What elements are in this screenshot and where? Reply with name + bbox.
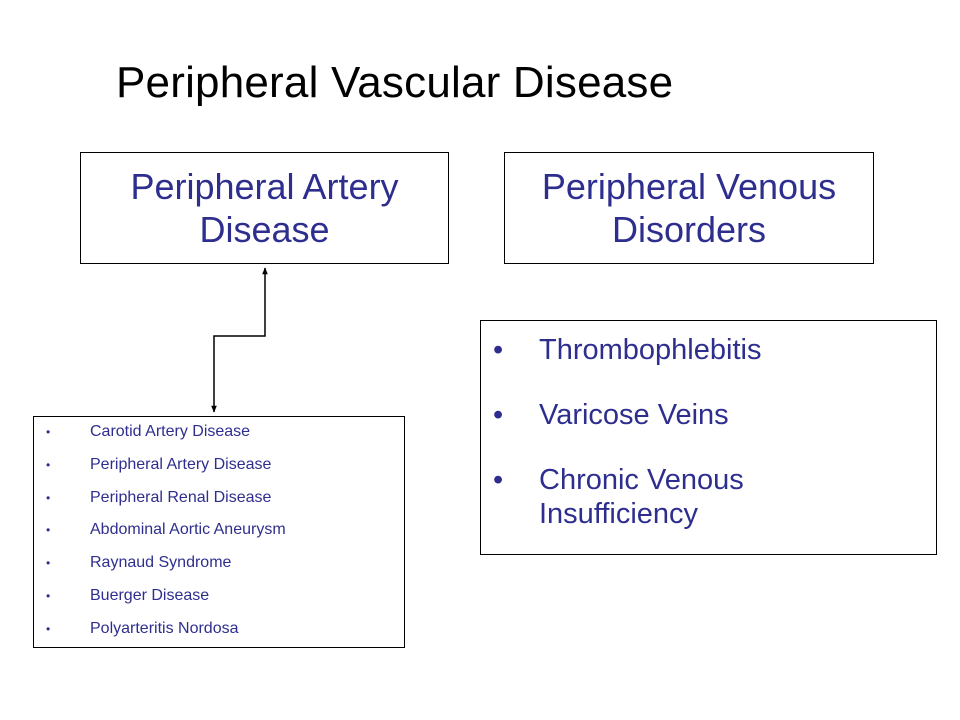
artery-header-line-2: Disease bbox=[199, 209, 330, 250]
bullet-icon: • bbox=[46, 425, 51, 439]
list-item: • Polyarteritis Nordosa bbox=[46, 619, 400, 639]
peripheral-artery-disease-box: Peripheral Artery Disease bbox=[80, 152, 449, 264]
bullet-icon: • bbox=[46, 588, 51, 603]
venous-disorders-list: • Thrombophlebitis • Varicose Veins • Ch… bbox=[493, 333, 926, 531]
connector-line bbox=[211, 267, 268, 413]
list-item: • Peripheral Artery Disease bbox=[46, 455, 400, 475]
bullet-icon: • bbox=[46, 556, 51, 571]
artery-header-line-1: Peripheral Artery bbox=[130, 165, 399, 207]
slide-title: Peripheral Vascular Disease bbox=[116, 58, 674, 107]
venous-header-line-1: Peripheral Venous bbox=[541, 165, 837, 207]
list-item-text: Carotid Artery Disease bbox=[90, 423, 251, 440]
list-item-text: Peripheral Artery Disease bbox=[90, 455, 272, 473]
venous-header-line-2: Disorders bbox=[611, 209, 767, 250]
artery-diseases-list: • Carotid Artery Disease • Peripheral Arte… bbox=[46, 422, 400, 639]
list-item: • Peripheral Renal Disease bbox=[46, 488, 400, 508]
list-item: • Varicose Veins bbox=[493, 398, 926, 432]
bullet-icon: • bbox=[46, 490, 51, 505]
list-item-text-continued: Insufficiency bbox=[539, 498, 699, 530]
list-item-text: Peripheral Renal Disease bbox=[90, 488, 272, 506]
bullet-icon: • bbox=[493, 399, 504, 431]
list-item-text: Varicose Veins bbox=[539, 399, 729, 431]
bullet-icon: • bbox=[46, 457, 51, 472]
peripheral-venous-disorders-box: Peripheral Venous Disorders bbox=[504, 152, 874, 264]
list-item: • Thrombophlebitis bbox=[493, 333, 926, 367]
list-item-text: Polyarteritis Nordosa bbox=[90, 619, 239, 637]
list-item-text: Abdominal Aortic Aneurysm bbox=[90, 521, 286, 539]
list-item: • Raynaud Syndrome bbox=[46, 553, 400, 573]
list-item: • Carotid Artery Disease bbox=[46, 422, 400, 442]
bullet-icon: • bbox=[493, 334, 504, 366]
venous-disorders-list-box: • Thrombophlebitis • Varicose Veins • Ch… bbox=[480, 320, 937, 555]
list-item: • Chronic Venous Insufficiency bbox=[493, 463, 926, 531]
artery-diseases-list-box: • Carotid Artery Disease • Peripheral Arte… bbox=[33, 416, 405, 648]
list-item: • Buerger Disease bbox=[46, 586, 400, 606]
bullet-icon: • bbox=[46, 621, 51, 636]
list-item: • Abdominal Aortic Aneurysm bbox=[46, 520, 400, 540]
list-item-text: Raynaud Syndrome bbox=[90, 554, 232, 572]
list-item-text: Thrombophlebitis bbox=[539, 334, 762, 366]
bullet-icon: • bbox=[46, 523, 51, 538]
bullet-icon: • bbox=[493, 464, 504, 496]
list-item-text: Buerger Disease bbox=[90, 586, 210, 604]
list-item-text: Chronic Venous bbox=[539, 464, 744, 496]
